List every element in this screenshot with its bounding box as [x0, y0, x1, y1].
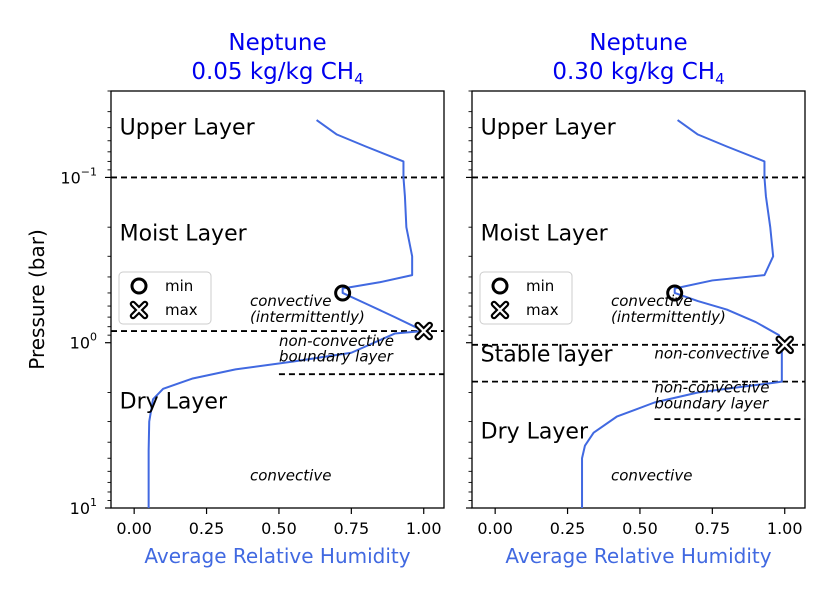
title-subscript: 4 — [715, 70, 725, 88]
legend-max-label: max — [526, 301, 559, 319]
annotation-note: convective — [611, 292, 692, 310]
layer-label: Dry Layer — [481, 420, 589, 445]
x-axis-label: Average Relative Humidity — [144, 544, 410, 568]
annotation-note: non-convective — [654, 345, 769, 363]
title-subscript: 4 — [354, 70, 364, 88]
x-tick-label: 1.00 — [406, 519, 442, 538]
x-axis-label: Average Relative Humidity — [505, 544, 771, 568]
min-marker — [334, 284, 352, 302]
plot-frame — [110, 90, 445, 509]
annotation-note: convective — [611, 466, 692, 484]
layer-label: Moist Layer — [481, 221, 609, 246]
legend-min-symbol — [491, 277, 509, 295]
x-tick-label: 0.25 — [550, 519, 586, 538]
x-tick-label: 0.00 — [477, 519, 513, 538]
cross-inner — [131, 302, 147, 318]
annotation-note: non-convective — [279, 332, 394, 350]
y-tick-exp: −1 — [81, 165, 97, 178]
cross-inner — [416, 323, 431, 339]
y-tick-label: 100 — [70, 331, 97, 353]
panel-title-line1: Neptune — [589, 30, 687, 56]
annotation-note: non-convective — [654, 378, 769, 396]
y-tick-label: 10−1 — [60, 165, 97, 187]
panel-title-line2: 0.30 kg/kg CH4 — [552, 59, 724, 88]
legend-max-symbol — [490, 300, 510, 320]
x-tick-label: 1.00 — [767, 519, 803, 538]
layer-label: Dry Layer — [120, 389, 228, 414]
min-marker — [666, 284, 684, 302]
x-tick-label: 0.75 — [334, 519, 370, 538]
panel-title-line2: 0.05 kg/kg CH4 — [191, 59, 363, 88]
layer-label: Upper Layer — [120, 116, 256, 141]
panel-title-line1: Neptune — [228, 30, 326, 56]
plot-frame — [471, 90, 806, 509]
annotation-note: boundary layer — [654, 394, 769, 412]
y-tick-base: 10 — [70, 499, 90, 518]
x-tick-label: 0.50 — [261, 519, 297, 538]
legend-min-label: min — [526, 277, 554, 295]
legend-max-label: max — [165, 301, 198, 319]
legend-min-symbol — [130, 277, 148, 295]
x-tick-label: 0.75 — [695, 519, 731, 538]
annotation-note: (intermittently) — [611, 308, 726, 326]
x-tick-label: 0.25 — [189, 519, 225, 538]
humidity-profile-line — [147, 119, 425, 508]
x-tick-label: 0.00 — [116, 519, 152, 538]
cross-inner — [777, 337, 792, 352]
y-tick-base: 10 — [60, 168, 80, 187]
annotation-note: convective — [250, 292, 331, 310]
legend: min max — [118, 271, 212, 325]
panel-1: Neptune 0.05 kg/kg CH4 0.00 0.25 0.50 0.75 1.0… — [25, 30, 445, 568]
humidity-profile-line — [581, 119, 783, 508]
annotation-note: convective — [250, 466, 331, 484]
title-text: 0.05 kg/kg CH — [191, 59, 354, 85]
y-tick-base: 10 — [70, 334, 90, 353]
y-tick-exp: 0 — [90, 331, 97, 344]
y-axis-label: Pressure (bar) — [25, 229, 49, 370]
y-tick-exp: 1 — [90, 496, 97, 509]
legend-max-symbol — [129, 300, 149, 320]
max-marker — [414, 321, 433, 341]
legend: min max — [479, 271, 573, 325]
cross-inner — [492, 302, 508, 318]
layer-label: Stable layer — [481, 343, 614, 368]
annotation-note: boundary layer — [279, 348, 394, 366]
max-marker — [775, 335, 794, 355]
panel-2: Neptune 0.30 kg/kg CH4 0.00 0.25 0.50 0.75 1.0… — [466, 30, 806, 568]
x-tick-label: 0.50 — [622, 519, 658, 538]
y-tick-label: 101 — [70, 496, 97, 518]
layer-label: Moist Layer — [120, 221, 248, 246]
layer-label: Upper Layer — [481, 116, 617, 141]
annotation-note: (intermittently) — [250, 308, 365, 326]
title-text: 0.30 kg/kg CH — [552, 59, 715, 85]
legend-min-label: min — [165, 277, 193, 295]
